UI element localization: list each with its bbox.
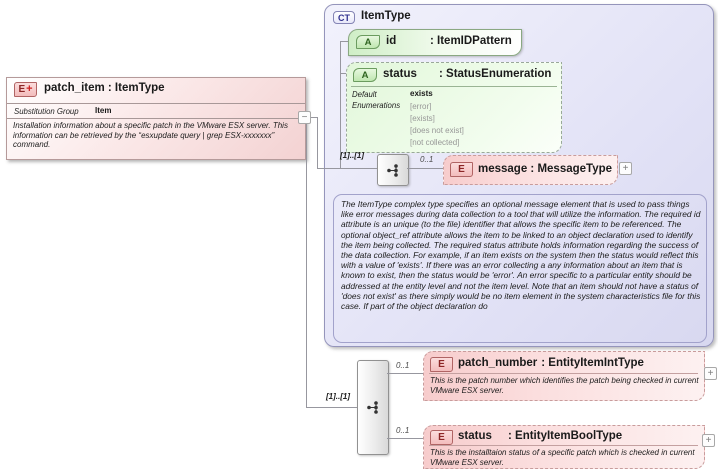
attribute-badge-icon: A bbox=[356, 35, 380, 49]
message-element-label: message : MessageType bbox=[478, 163, 613, 175]
divider bbox=[351, 86, 557, 87]
patch-item-element-box: E+ patch_item : ItemType Substitution Gr… bbox=[6, 77, 306, 160]
enumeration-value: [exists] bbox=[410, 113, 435, 123]
element-badge-icon: E+ bbox=[14, 82, 37, 97]
patch-item-description: Installation information about a specifi… bbox=[13, 121, 288, 150]
itemtype-title: ItemType bbox=[361, 10, 411, 22]
enumerations-label: Enumerations bbox=[352, 101, 401, 110]
connector-line bbox=[340, 41, 341, 169]
sequence-cardinality-label: [1]..[1] bbox=[340, 151, 364, 160]
element-badge-icon: E bbox=[450, 162, 473, 177]
substitution-plus-icon: + bbox=[26, 83, 33, 95]
sequence-glyph-icon bbox=[366, 401, 378, 414]
sequence-glyph-icon bbox=[386, 163, 398, 177]
divider bbox=[429, 373, 698, 374]
status-element-box: E status : EntityItemBoolType This is th… bbox=[423, 425, 705, 469]
default-label: Default bbox=[352, 90, 377, 99]
divider bbox=[7, 103, 305, 104]
attribute-status-label: status : StatusEnumeration bbox=[383, 68, 551, 80]
status-element-label: status : EntityItemBoolType bbox=[458, 430, 622, 442]
element-badge-icon: E bbox=[430, 430, 453, 445]
connector-line bbox=[317, 117, 318, 168]
itemtype-description-block: The ItemType complex type specifies an o… bbox=[333, 194, 707, 343]
content-model-cardinality-label: [1]..[1] bbox=[326, 392, 350, 401]
patch-number-element-box: E patch_number : EntityItemIntType This … bbox=[423, 351, 705, 401]
attribute-name: status bbox=[383, 68, 417, 80]
enumeration-value: [does not exist] bbox=[410, 125, 464, 135]
patch-number-element-label: patch_number : EntityItemIntType bbox=[458, 357, 644, 369]
complex-type-badge-icon: CT bbox=[333, 11, 355, 24]
itemtype-complextype-box: CT ItemType A id : ItemIDPattern A statu… bbox=[324, 4, 714, 347]
element-type: : EntityItemBoolType bbox=[508, 430, 623, 442]
sequence-compositor-icon bbox=[377, 154, 409, 186]
connector-line bbox=[340, 41, 349, 42]
attribute-status-box: A status : StatusEnumeration Default exi… bbox=[346, 62, 562, 153]
status-description: This is the installtaion status of a spe… bbox=[430, 448, 695, 467]
connector-line bbox=[387, 373, 423, 374]
itemtype-description: The ItemType complex type specifies an o… bbox=[341, 199, 701, 312]
expand-handle[interactable]: + bbox=[619, 162, 632, 175]
message-cardinality-label: 0..1 bbox=[420, 155, 434, 164]
element-name: patch_number bbox=[458, 357, 538, 369]
expand-handle[interactable]: + bbox=[704, 367, 717, 380]
collapse-handle[interactable]: − bbox=[298, 111, 311, 124]
attribute-type: : StatusEnumeration bbox=[439, 68, 552, 80]
enumeration-value: [not collected] bbox=[410, 137, 460, 147]
patch-number-cardinality-label: 0..1 bbox=[396, 361, 410, 370]
connector-line bbox=[340, 73, 347, 74]
attribute-badge-icon: A bbox=[353, 68, 377, 82]
attribute-id-box: A id : ItemIDPattern bbox=[348, 29, 522, 56]
element-type: : EntityItemIntType bbox=[541, 357, 644, 369]
sequence-compositor-icon bbox=[357, 360, 389, 455]
patch-item-title: patch_item : ItemType bbox=[44, 82, 165, 94]
expand-handle[interactable]: + bbox=[702, 434, 715, 447]
connector-line bbox=[407, 168, 443, 169]
connector-line bbox=[306, 124, 307, 407]
connector-line bbox=[387, 438, 423, 439]
enumeration-values: [error] [exists] [does not exist] [not c… bbox=[410, 101, 464, 149]
connector-line bbox=[311, 117, 318, 118]
element-name: status bbox=[458, 430, 492, 442]
enumeration-value: [error] bbox=[410, 102, 432, 111]
attribute-name: id bbox=[386, 35, 397, 47]
status-cardinality-label: 0..1 bbox=[396, 426, 410, 435]
attribute-id-label: id : ItemIDPattern bbox=[386, 35, 512, 47]
element-badge-icon: E bbox=[430, 357, 453, 372]
patch-number-description: This is the patch number which identifie… bbox=[430, 376, 699, 395]
element-badge-letter: E bbox=[18, 84, 26, 95]
attribute-type: : ItemIDPattern bbox=[430, 35, 512, 47]
divider bbox=[7, 118, 305, 119]
connector-line bbox=[317, 168, 377, 169]
divider bbox=[429, 445, 698, 446]
message-element-box: E message : MessageType bbox=[443, 155, 618, 185]
default-value: exists bbox=[410, 89, 433, 98]
substitution-group-value: Item bbox=[95, 106, 112, 115]
substitution-group-label: Substitution Group bbox=[14, 107, 79, 116]
connector-line bbox=[306, 407, 357, 408]
